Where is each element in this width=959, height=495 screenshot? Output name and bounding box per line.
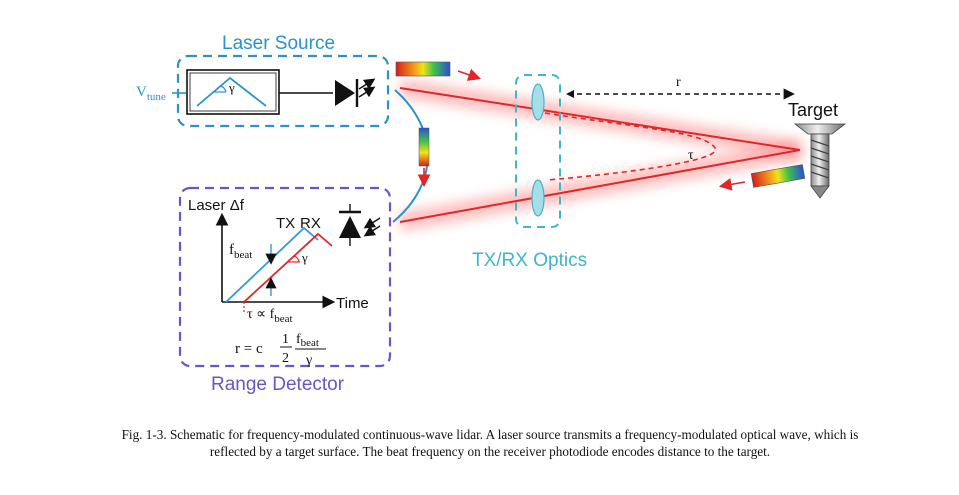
photodiode-icon <box>339 204 381 246</box>
svg-text:γ: γ <box>305 353 312 368</box>
optics-box <box>515 74 561 228</box>
laser-beams: τ <box>398 79 802 231</box>
tx-rx-optics: TX/RX Optics <box>472 74 587 271</box>
tx-lens-icon <box>531 83 545 121</box>
range-formula: r = c 1 2 fbeat γ <box>235 332 326 368</box>
rx-lens-icon <box>531 179 545 217</box>
tx-spectrum-chip <box>395 61 451 77</box>
gamma-label-source: γ <box>228 80 235 95</box>
tau-delay-curve <box>544 112 717 181</box>
coupler <box>392 89 431 223</box>
laser-source: Laser Source Vtune γ <box>136 33 482 128</box>
screw-target-icon <box>793 123 847 199</box>
range-r-label: r <box>676 75 681 90</box>
svg-text:fbeat: fbeat <box>296 332 319 349</box>
range-detector: Range Detector Laser Δf Time TX RX γ fbe… <box>178 186 392 395</box>
svg-text:r = c: r = c <box>235 341 263 357</box>
laser-delta-f-label: Laser Δf <box>188 197 245 214</box>
tau-prop-label: τ ∝ fbeat <box>247 307 293 325</box>
receive-beam <box>399 149 801 223</box>
tx-label: TX <box>276 215 295 232</box>
figure-caption: Fig. 1-3. Schematic for frequency-modula… <box>121 427 859 459</box>
ramp-generator-box <box>186 69 280 115</box>
range-detector-box <box>178 186 392 368</box>
rx-label: RX <box>300 215 321 232</box>
rx-spectrum-chip <box>750 164 806 188</box>
ramp-waveform-icon <box>196 76 267 107</box>
gamma-label-detector: γ <box>301 250 308 265</box>
tau-label: τ <box>688 148 694 163</box>
range-detector-title: Range Detector <box>211 374 345 395</box>
circulator-spectrum-chip <box>418 127 430 167</box>
laser-diode-icon <box>335 78 376 107</box>
range-indicator: r <box>566 75 795 100</box>
transmit-beam <box>399 87 801 151</box>
optics-title: TX/RX Optics <box>472 250 587 271</box>
target: Target <box>718 100 847 199</box>
time-label: Time <box>336 295 369 312</box>
f-beat-label: fbeat <box>229 242 252 261</box>
v-tune-label: Vtune <box>136 84 166 103</box>
svg-text:2: 2 <box>282 351 289 366</box>
target-title: Target <box>788 100 838 120</box>
svg-text:1: 1 <box>282 332 289 347</box>
laser-source-box <box>176 54 390 128</box>
laser-source-title: Laser Source <box>222 33 335 54</box>
tx-ramp <box>225 226 319 303</box>
fmcw-lidar-diagram: τ Laser Source Vtune γ <box>136 33 847 395</box>
